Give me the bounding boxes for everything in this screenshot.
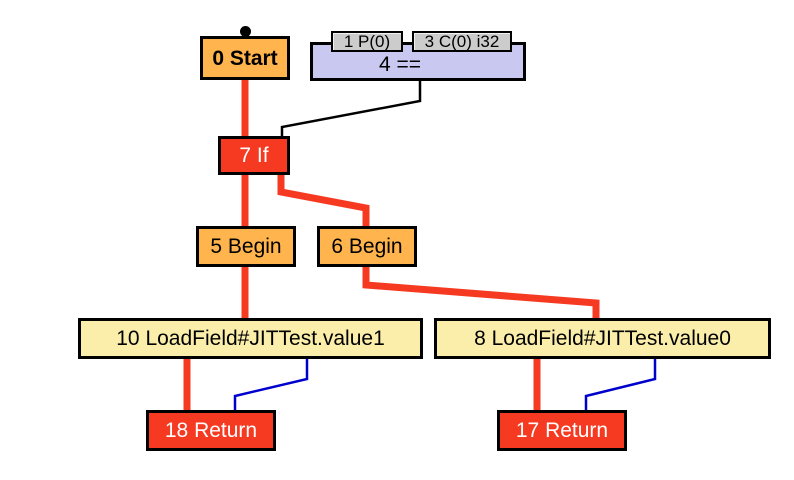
node-label: 4 == (379, 53, 422, 76)
edge-control-6-to-8 (362, 265, 600, 320)
node-label: 5 Begin (210, 235, 282, 258)
edge-data-8-to-17 (584, 359, 657, 412)
node-label: 6 Begin (331, 235, 403, 258)
node-10-loadfield[interactable]: 10 LoadField#JITTest.value1 (78, 318, 423, 359)
node-1-parm-chip[interactable]: 1 P(0) (331, 31, 403, 52)
start-control-dot (240, 26, 251, 37)
node-label: 1 P(0) (343, 32, 391, 51)
node-0-start[interactable]: 0 Start (200, 36, 290, 80)
node-label: 17 Return (515, 419, 609, 442)
node-label: 0 Start (212, 46, 278, 70)
node-17-return[interactable]: 17 Return (497, 410, 627, 451)
node-label: 7 If (239, 144, 269, 167)
node-3-const-chip[interactable]: 3 C(0) i32 (412, 31, 512, 52)
node-18-return[interactable]: 18 Return (146, 410, 276, 451)
node-label: 10 LoadField#JITTest.value1 (116, 327, 385, 350)
node-6-begin[interactable]: 6 Begin (317, 226, 417, 267)
edge-value-4-to-7 (280, 81, 422, 140)
node-label: 3 C(0) i32 (424, 32, 500, 51)
node-label: 8 LoadField#JITTest.value0 (474, 327, 731, 350)
edge-data-10-to-18 (233, 359, 309, 412)
node-5-begin[interactable]: 5 Begin (196, 226, 296, 267)
edge-control-7-to-6 (277, 173, 370, 228)
node-8-loadfield[interactable]: 8 LoadField#JITTest.value0 (434, 318, 771, 359)
node-label: 18 Return (164, 419, 258, 442)
node-7-if[interactable]: 7 If (218, 136, 290, 175)
